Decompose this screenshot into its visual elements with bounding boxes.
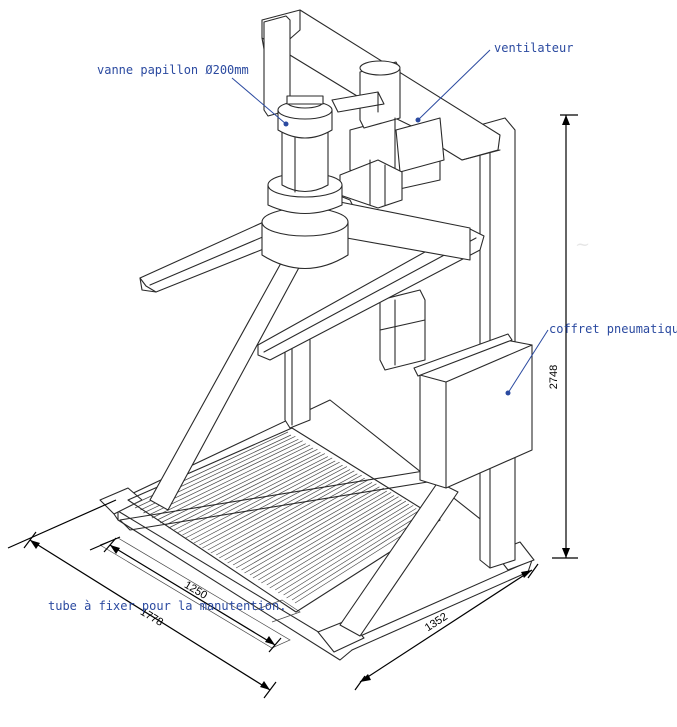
roller <box>216 474 362 556</box>
roller <box>190 461 340 541</box>
dimension-height-label: 2748 <box>548 365 560 389</box>
dimension-height <box>552 114 578 559</box>
roller <box>258 496 399 581</box>
cabinet-label: coffret pneumatique <box>549 322 677 336</box>
roller-edge <box>176 456 329 534</box>
roller-edge <box>269 503 410 589</box>
roller <box>148 440 303 516</box>
roller <box>199 466 348 546</box>
dimension-depth <box>354 563 539 691</box>
roller <box>266 500 407 586</box>
roller-edge <box>286 512 424 599</box>
roller-edge <box>252 495 395 579</box>
faint-scan-mark: ~ <box>575 234 590 255</box>
roller <box>165 448 318 526</box>
roller-edge <box>160 447 314 524</box>
roller <box>249 492 392 576</box>
roller <box>291 513 429 601</box>
pneumatic-cabinet <box>413 333 533 489</box>
roller-edge <box>210 473 358 554</box>
roller-edge <box>219 477 365 559</box>
roller-edge <box>151 443 306 519</box>
roller <box>241 487 384 571</box>
roller <box>283 509 421 596</box>
roller-edge <box>202 469 351 549</box>
roller-edge <box>227 482 373 564</box>
annotation-cabinet <box>505 329 549 396</box>
valve-label: vanne papillon Ø200mm <box>97 63 249 77</box>
dimension-depth-label: 1352 <box>423 611 450 634</box>
roller-grid <box>127 427 441 613</box>
annotation-valve <box>231 77 289 127</box>
roller-edge <box>193 464 343 544</box>
roller <box>224 479 370 561</box>
annotation-fan <box>415 49 491 123</box>
roller <box>173 453 326 531</box>
dimension-outer-length <box>7 499 277 699</box>
hopper-valve <box>261 91 385 270</box>
roller-frame <box>127 427 441 613</box>
roller-edge <box>235 486 380 569</box>
roller-edge <box>277 508 417 594</box>
roller-edge <box>185 460 336 539</box>
roller <box>157 444 311 521</box>
roller <box>182 457 333 536</box>
tube-label: tube à fixer pour la manutention. <box>48 599 286 613</box>
roller-edge <box>244 490 387 574</box>
roller <box>207 470 355 551</box>
dimension-inner-length <box>89 536 282 653</box>
roller <box>232 483 377 566</box>
roller-edge <box>168 451 321 529</box>
fan-label: ventilateur <box>494 41 573 55</box>
roller-edge <box>261 499 402 584</box>
roller <box>274 505 414 591</box>
